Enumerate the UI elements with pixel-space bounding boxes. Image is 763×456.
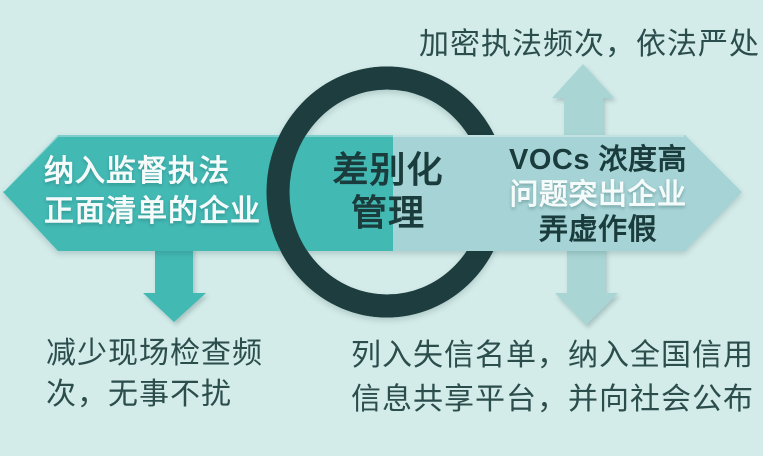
left-band-label: 纳入监督执法 正面清单的企业 (44, 152, 261, 232)
bottom-right-caption: 列入失信名单，纳入全国信用 信息共享平台，并向社会公布 (351, 334, 754, 422)
left-band-line2: 正面清单的企业 (44, 195, 261, 228)
bottom-left-line2: 次，无事不扰 (46, 378, 232, 411)
circle-ring-front-arc (266, 66, 393, 318)
left-band-line1: 纳入监督执法 (44, 155, 230, 188)
banner-right-segment (393, 135, 742, 251)
bottom-right-line1: 列入失信名单，纳入全国信用 (351, 339, 754, 372)
banner-left-segment (3, 135, 393, 251)
right-band-line3: 弄虚作假 (538, 214, 657, 246)
right-band-line2: 问题突出企业 (509, 179, 687, 211)
center-badge-line1: 差别化 (332, 149, 444, 190)
bottom-right-line2: 信息共享平台，并向社会公布 (351, 383, 754, 416)
right-band-line1: VOCs 浓度高 (508, 144, 688, 176)
top-caption: 加密执法频次，依法严处 (419, 28, 760, 61)
center-badge-line2: 管理 (350, 192, 426, 233)
up-arrow-icon (552, 64, 614, 140)
banner-band (3, 135, 742, 251)
bottom-left-line1: 减少现场检查频 (46, 337, 263, 370)
down-arrow-right-icon (555, 247, 618, 325)
center-badge-label: 差别化 管理 (332, 148, 443, 234)
down-arrow-left-icon (143, 247, 206, 322)
right-band-label: VOCs 浓度高 问题突出企业 弄虚作假 (509, 143, 687, 248)
banner-top-highlight (3, 135, 684, 192)
bottom-left-caption: 减少现场检查频 次，无事不扰 (46, 333, 263, 415)
